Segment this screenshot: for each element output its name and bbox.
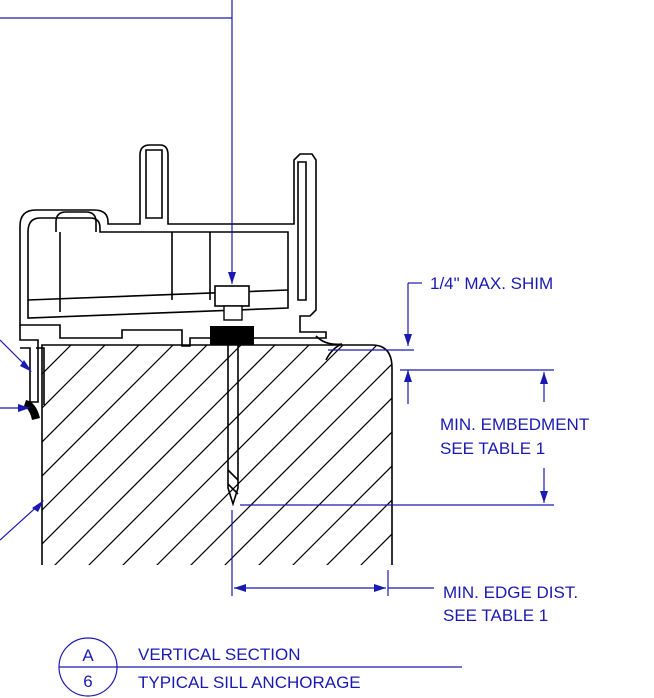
hatch-line bbox=[42, 345, 165, 565]
hatch-line bbox=[175, 345, 392, 565]
hatch-line bbox=[42, 345, 199, 565]
hatch-line bbox=[584, 320, 654, 580]
frame-top-chamber bbox=[55, 211, 97, 232]
dimension-lines bbox=[0, 0, 554, 596]
window-sill-frame bbox=[19, 144, 343, 420]
screw-head bbox=[214, 285, 250, 307]
hatch-line bbox=[277, 345, 392, 565]
shim-label: 1/4" MAX. SHIM bbox=[430, 274, 553, 293]
embedment-label-line1: MIN. EMBEDMENT bbox=[440, 415, 589, 434]
detail-title-block: A 6 VERTICAL SECTION TYPICAL SILL ANCHOR… bbox=[58, 637, 462, 697]
sheet-number: 6 bbox=[83, 672, 92, 691]
interior-sealant-bead bbox=[315, 335, 343, 361]
detail-letter: A bbox=[82, 646, 94, 665]
hatch-line bbox=[345, 345, 392, 565]
shim-pack bbox=[210, 326, 254, 345]
detail-subtitle: TYPICAL SILL ANCHORAGE bbox=[138, 673, 361, 692]
anchor-screw-shank bbox=[227, 345, 239, 507]
detail-title: VERTICAL SECTION bbox=[138, 645, 300, 664]
annotations: 1/4" MAX. SHIM MIN. EMBEDMENT SEE TABLE … bbox=[430, 274, 589, 625]
hatch-line bbox=[550, 320, 654, 580]
frame-interior-leg bbox=[297, 161, 307, 301]
hatch-line bbox=[42, 345, 63, 565]
exterior-sealant-bead bbox=[24, 400, 40, 420]
edge-distance-label-line1: MIN. EDGE DIST. bbox=[443, 583, 578, 602]
concrete-outline bbox=[41, 344, 393, 565]
hatch-line bbox=[209, 345, 392, 565]
hatch-line bbox=[42, 345, 131, 565]
hatch-line bbox=[141, 345, 392, 565]
hatch-line bbox=[42, 345, 97, 565]
fastener-assembly bbox=[210, 285, 254, 507]
hatch-line bbox=[243, 345, 392, 565]
hatch-line bbox=[42, 345, 233, 565]
flange-return bbox=[36, 347, 45, 405]
concrete-hatching bbox=[0, 320, 654, 580]
frame-outer-profile bbox=[19, 144, 327, 347]
hatch-line bbox=[73, 345, 335, 565]
concrete-substrate bbox=[0, 320, 654, 580]
frame-upper-leg bbox=[145, 149, 163, 219]
hatch-line bbox=[42, 345, 301, 565]
hatch-line bbox=[0, 320, 28, 580]
screw-washer bbox=[223, 305, 243, 321]
edge-distance-label-line2: SEE TABLE 1 bbox=[443, 606, 548, 625]
embedment-label-line2: SEE TABLE 1 bbox=[440, 439, 545, 458]
hatch-line bbox=[618, 320, 654, 580]
exterior-flange bbox=[19, 325, 39, 403]
hatch-line bbox=[42, 345, 267, 565]
hatch-line bbox=[311, 345, 392, 565]
frame-inner-chamber bbox=[27, 217, 289, 319]
